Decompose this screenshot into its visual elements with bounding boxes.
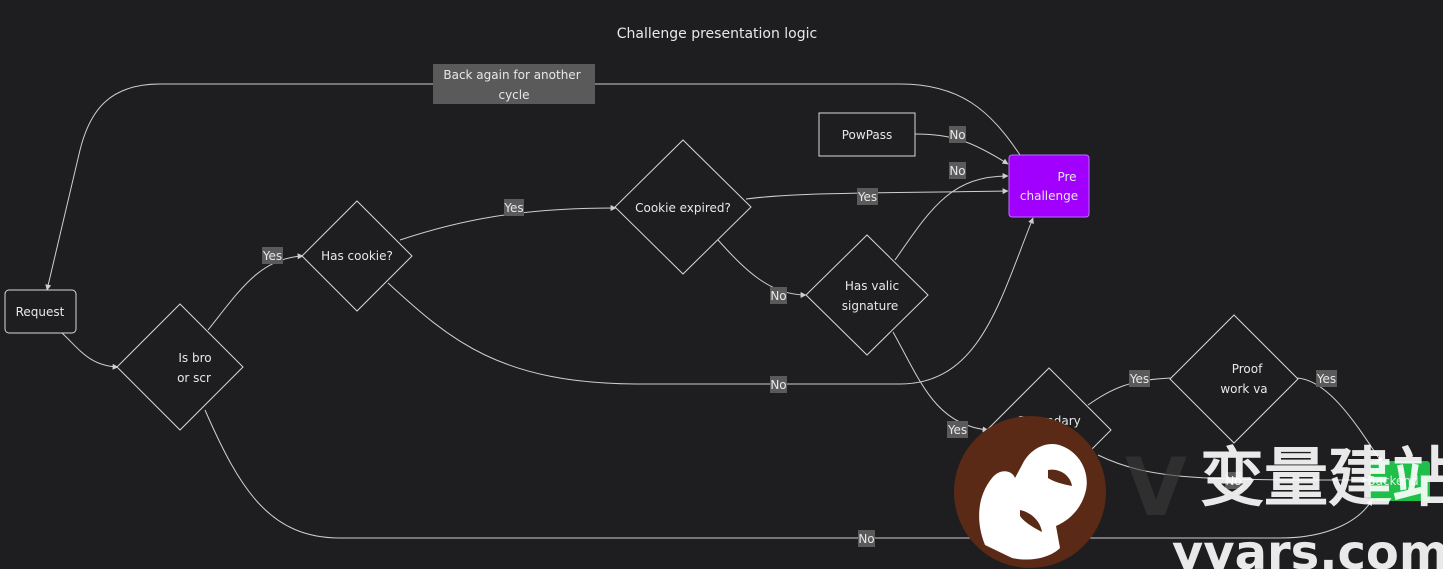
edge-label-no-powpass: No xyxy=(949,126,966,143)
node-powpass[interactable]: PowPass xyxy=(818,112,916,157)
svg-text:Yes: Yes xyxy=(262,249,282,263)
edge-label-no-secondary: No xyxy=(1225,472,1242,489)
node-request[interactable]: Request xyxy=(4,289,77,334)
svg-text:Cookie expired?: Cookie expired? xyxy=(635,201,731,215)
svg-text:Has cookie?: Has cookie? xyxy=(321,249,393,263)
svg-text:cycle: cycle xyxy=(498,88,529,102)
svg-text:Yes: Yes xyxy=(1129,372,1149,386)
svg-text:Yes: Yes xyxy=(947,423,967,437)
edge-expired-signature xyxy=(717,239,807,298)
node-cookie-expired[interactable]: Cookie expired? xyxy=(614,139,752,275)
watermark: V 变量建站 yvars.com xyxy=(954,416,1443,569)
edge-browser-backend xyxy=(204,409,1373,539)
edges xyxy=(45,83,1383,539)
edge-signature-present xyxy=(894,173,1009,261)
edge-browser-hascookie xyxy=(207,253,304,331)
svg-text:Yes: Yes xyxy=(503,201,523,215)
svg-text:No: No xyxy=(858,532,874,546)
edge-signature-secondary xyxy=(892,331,989,433)
node-valid-signature[interactable]: Has valic signature xyxy=(805,234,929,356)
svg-text:Request: Request xyxy=(16,305,65,319)
edge-label-no-browser-backend: No xyxy=(858,530,875,547)
edge-proof-backend xyxy=(1296,377,1383,464)
gorilla-logo xyxy=(954,416,1106,568)
edge-label-yes-browser-cookie: Yes xyxy=(262,247,283,264)
edge-request-browser xyxy=(61,332,119,370)
svg-text:No: No xyxy=(770,289,786,303)
edge-label-no-signature-present: No xyxy=(949,162,966,179)
svg-text:No: No xyxy=(949,164,965,178)
edge-secondary-proof xyxy=(1087,375,1179,406)
svg-text:or scr: or scr xyxy=(177,371,211,385)
edge-label-yes-secondary-proof: Yes xyxy=(1129,370,1150,387)
svg-text:PowPass: PowPass xyxy=(842,128,893,142)
edge-label-yes-signature-secondary: Yes xyxy=(947,421,968,438)
edge-secondary-backend xyxy=(1097,454,1369,483)
node-backend[interactable]: Backend xyxy=(1367,461,1430,501)
svg-text:变量建站: 变量建站 xyxy=(1200,442,1443,516)
edge-label-no-expired-signature: No xyxy=(770,287,787,304)
svg-text:Is bro: Is bro xyxy=(178,351,211,365)
node-proof-of-work[interactable]: Proof work va xyxy=(1169,314,1299,444)
edge-expired-present xyxy=(745,188,1009,200)
node-present-challenge[interactable]: Pre challenge xyxy=(1008,154,1090,218)
svg-text:Proof: Proof xyxy=(1232,362,1263,376)
svg-text:yvars.com: yvars.com xyxy=(1172,525,1443,569)
edge-hascookie-present xyxy=(387,217,1034,385)
svg-text:No: No xyxy=(1225,474,1241,488)
node-browser-check[interactable]: Is bro or scr xyxy=(116,303,244,431)
edge-label-yes-expired-present: Yes xyxy=(857,188,878,205)
svg-text:No: No xyxy=(770,378,786,392)
svg-text:Back again for another: Back again for another xyxy=(443,68,580,82)
edge-label-yes-cookie-expired: Yes xyxy=(503,199,524,216)
svg-text:challenge: challenge xyxy=(1020,189,1078,203)
svg-text:Yes: Yes xyxy=(857,190,877,204)
diagram-title: Challenge presentation logic xyxy=(617,26,817,42)
svg-text:signature: signature xyxy=(842,299,899,313)
svg-text:Yes: Yes xyxy=(1316,372,1336,386)
node-has-cookie[interactable]: Has cookie? xyxy=(301,200,413,312)
edge-hascookie-expired xyxy=(399,205,617,241)
edge-labels: Yes Yes Yes No No No No Yes xyxy=(262,126,1337,547)
edge-label-no-cookie-present: No xyxy=(770,376,787,393)
svg-text:work va: work va xyxy=(1220,382,1267,396)
label-back-again: Back again for another cycle xyxy=(433,64,595,104)
svg-text:Has valic: Has valic xyxy=(845,279,899,293)
edge-label-yes-proof-backend: Yes xyxy=(1316,370,1337,387)
svg-text:V: V xyxy=(1125,441,1187,534)
svg-text:No: No xyxy=(949,128,965,142)
svg-text:Backend: Backend xyxy=(1367,474,1418,488)
svg-text:Pre: Pre xyxy=(1057,170,1076,184)
